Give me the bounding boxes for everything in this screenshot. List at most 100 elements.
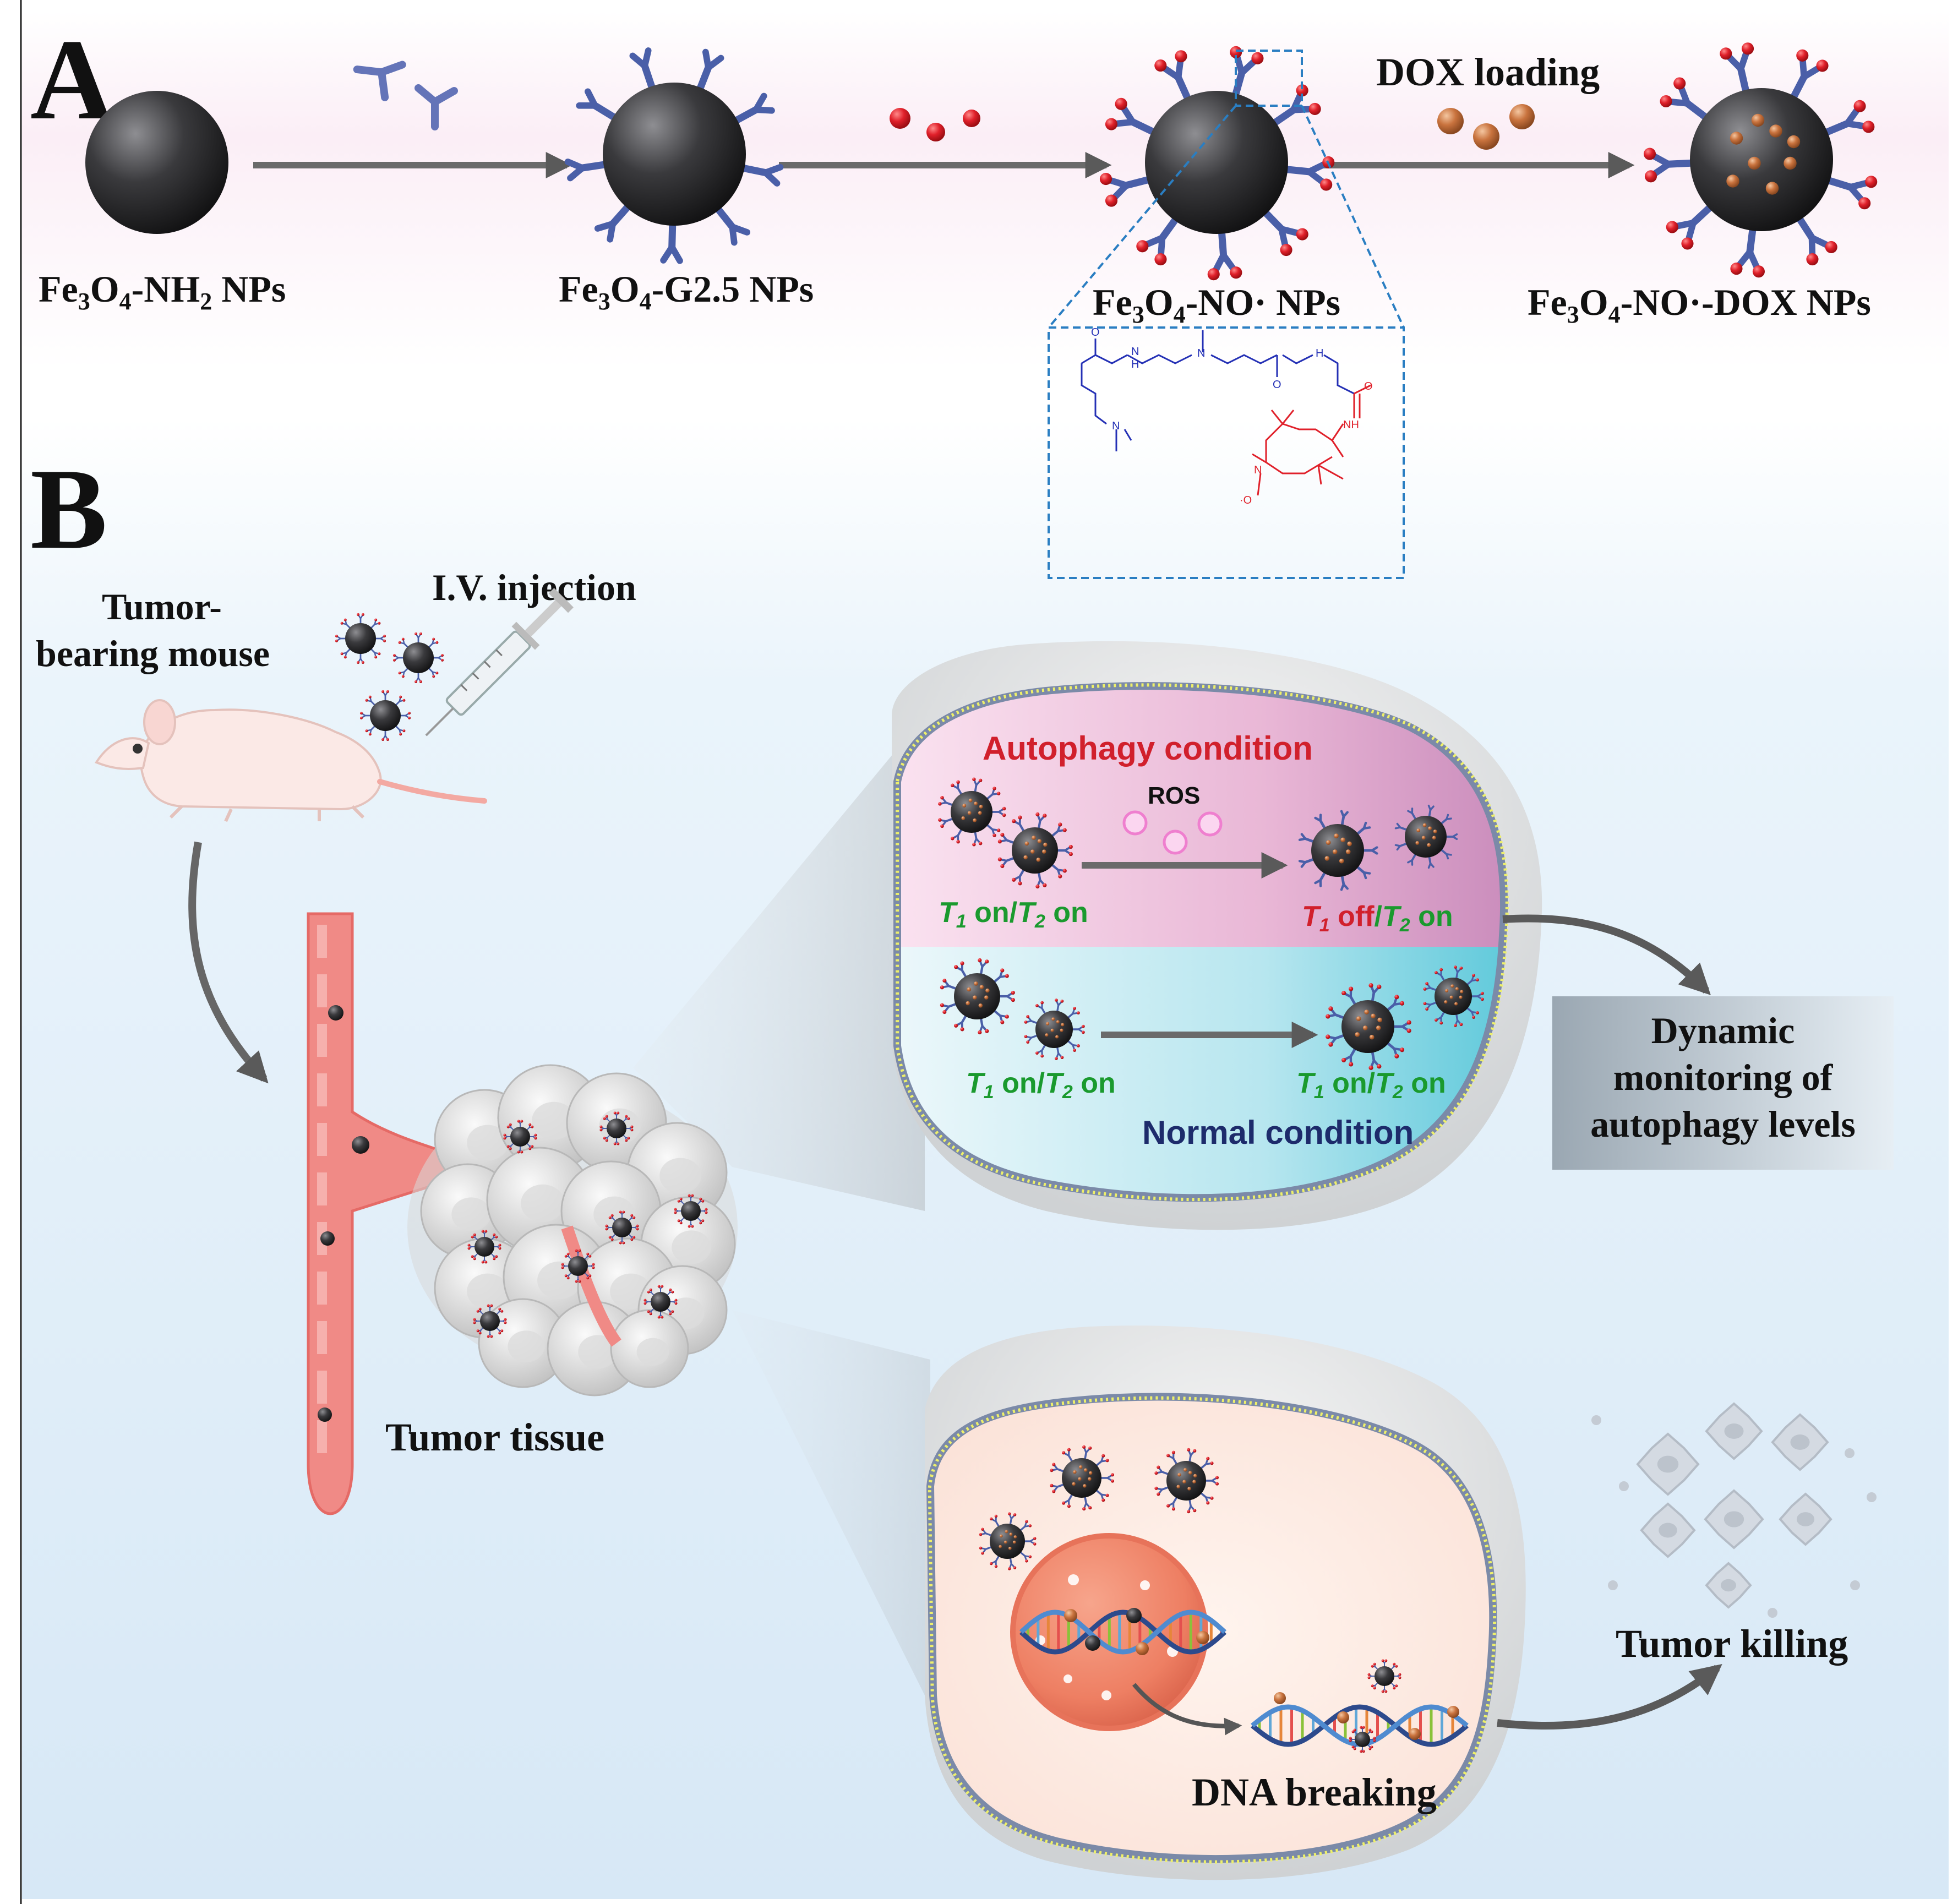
mouse-icon (95, 699, 487, 822)
nanoparticle-icon (1326, 983, 1411, 1070)
injected-nanoparticles (335, 613, 444, 741)
nanoparticle-icon (1050, 1445, 1115, 1511)
nanoparticle-icon (643, 1285, 678, 1319)
state-normal-after: T1 on/T2 on (1296, 1067, 1446, 1103)
monitoring-box (1552, 996, 1894, 1170)
delivery-arrow (188, 841, 269, 1084)
state-normal-before: T1 on/T2 on (966, 1067, 1116, 1103)
tumor-killing-label: Tumor killing (1616, 1622, 1848, 1666)
nanoparticle-icon (997, 812, 1073, 889)
nanoparticle-icon (1423, 965, 1484, 1027)
nanoparticle-icon (599, 1111, 634, 1145)
step-label-dox-loading: DOX loading (1376, 50, 1600, 94)
imaging-arrows (1082, 852, 1318, 1048)
svg-text:N: N (1254, 464, 1262, 476)
nanoparticle-icon (605, 1210, 639, 1245)
nanoparticle-icon (1099, 46, 1335, 281)
nanoparticle-icon (335, 613, 386, 664)
np-fe3o4-no-dox (1643, 42, 1878, 278)
dna-icon (1019, 1609, 1227, 1655)
dna-breaking-label: DNA breaking (1192, 1770, 1437, 1814)
debris-dot (1768, 1608, 1777, 1618)
cell-fragment-core (1790, 1434, 1810, 1450)
cell-fragment-core (1657, 1455, 1679, 1473)
nanoparticle-icon (352, 1136, 369, 1154)
vessel-branch (561, 1225, 621, 1347)
therapy-nanoparticles (979, 1445, 1401, 1753)
np-fe3o4-nh2 (85, 91, 228, 234)
monitoring-line: Dynamic (1651, 1010, 1795, 1051)
nanoparticle-icon (320, 1231, 335, 1246)
blood-vessel (307, 912, 619, 1515)
debris-dot (1850, 1580, 1860, 1590)
zoom-cone-therapy (732, 1310, 930, 1706)
nanoparticle-icon (1154, 1448, 1219, 1514)
debris-dot (1591, 1415, 1601, 1425)
nanoparticle-icon (561, 1249, 595, 1283)
nanoparticle-icon (1085, 1635, 1100, 1651)
nanoparticle-icon (467, 1230, 501, 1264)
tumor-nanoparticles (467, 1111, 708, 1338)
nanoparticle-icon (564, 47, 784, 264)
svg-text:O: O (1364, 380, 1373, 392)
cell-fragment-core (1721, 1579, 1736, 1592)
nanoparticle-icon (940, 958, 1015, 1035)
zoom-cone-imaging (633, 716, 925, 1211)
monitoring-arrow (1502, 914, 1711, 995)
svg-text:O: O (1091, 326, 1100, 339)
debris-dot (1867, 1492, 1877, 1502)
nanoparticle-icon (473, 1304, 507, 1338)
ros-label: ROS (1148, 782, 1200, 809)
debris-dot (1608, 1580, 1618, 1590)
svg-text:H: H (1316, 347, 1323, 359)
cell-fragment-core (1659, 1523, 1677, 1538)
tumor-cell (547, 1301, 642, 1396)
monitoring-line: monitoring of (1613, 1056, 1834, 1098)
svg-text:NH: NH (1343, 419, 1359, 431)
tumor-tissue-label: Tumor tissue (385, 1415, 604, 1459)
nanoparticle-icon (1126, 1608, 1142, 1623)
mouse-label-line2: bearing mouse (36, 632, 270, 674)
cell-fragment-core (1724, 1511, 1744, 1527)
state-auto-before: T1 on/T2 on (939, 897, 1088, 932)
killing-arrow (1497, 1664, 1722, 1730)
nanoparticle-icon (503, 1120, 537, 1154)
normal-condition-title: Normal condition (1142, 1114, 1414, 1151)
dox-dots (1437, 104, 1535, 150)
label-fe3o4-nh2: Fe3O4-NH2 NPs (39, 268, 286, 315)
svg-text:N: N (1112, 420, 1120, 432)
nanoparticle-icon (938, 777, 1006, 847)
nitroxide-dots (890, 108, 980, 141)
nanoparticle-icon (979, 1512, 1037, 1570)
nanoparticle-icon (1643, 42, 1878, 278)
autophagy-condition-title: Autophagy condition (983, 730, 1313, 767)
zoom-indicator (1048, 50, 1405, 579)
label-fe3o4-no-dox: Fe3O4-NO·-DOX NPs (1528, 281, 1871, 328)
debris-dot (1845, 1448, 1855, 1458)
svg-text:·O: ·O (1240, 494, 1252, 506)
syringe-icon (425, 588, 574, 736)
nanoparticle-icon (1349, 1726, 1376, 1753)
np-fe3o4-no (1099, 46, 1335, 281)
chemical-structure (1081, 330, 1371, 496)
nanoparticle-icon (392, 632, 444, 684)
monitoring-line: autophagy levels (1590, 1103, 1856, 1145)
cell-fragment-core (1796, 1512, 1815, 1526)
panel-label-b: B (30, 445, 107, 573)
debris-dot (1619, 1481, 1629, 1491)
nanoparticle-icon (359, 690, 411, 741)
cell-fragment-core (1724, 1423, 1744, 1439)
label-fe3o4-g25: Fe3O4-G2.5 NPs (559, 268, 814, 315)
injection-label: I.V. injection (432, 566, 636, 608)
nanoparticle-icon (328, 1005, 343, 1021)
mouse-label-line1: Tumor- (102, 586, 222, 628)
nanoparticle-icon (318, 1407, 332, 1422)
svg-text:H: H (1131, 358, 1139, 370)
dna-broken-icon (1251, 1692, 1469, 1747)
chemical-atom-labels: O N H N O H N O NH N ·O (1091, 326, 1373, 506)
state-auto-after: T1 off/T2 on (1302, 901, 1453, 936)
tumor-cell (610, 1309, 689, 1388)
svg-text:N: N (1197, 347, 1205, 359)
svg-text:O: O (1273, 379, 1281, 391)
